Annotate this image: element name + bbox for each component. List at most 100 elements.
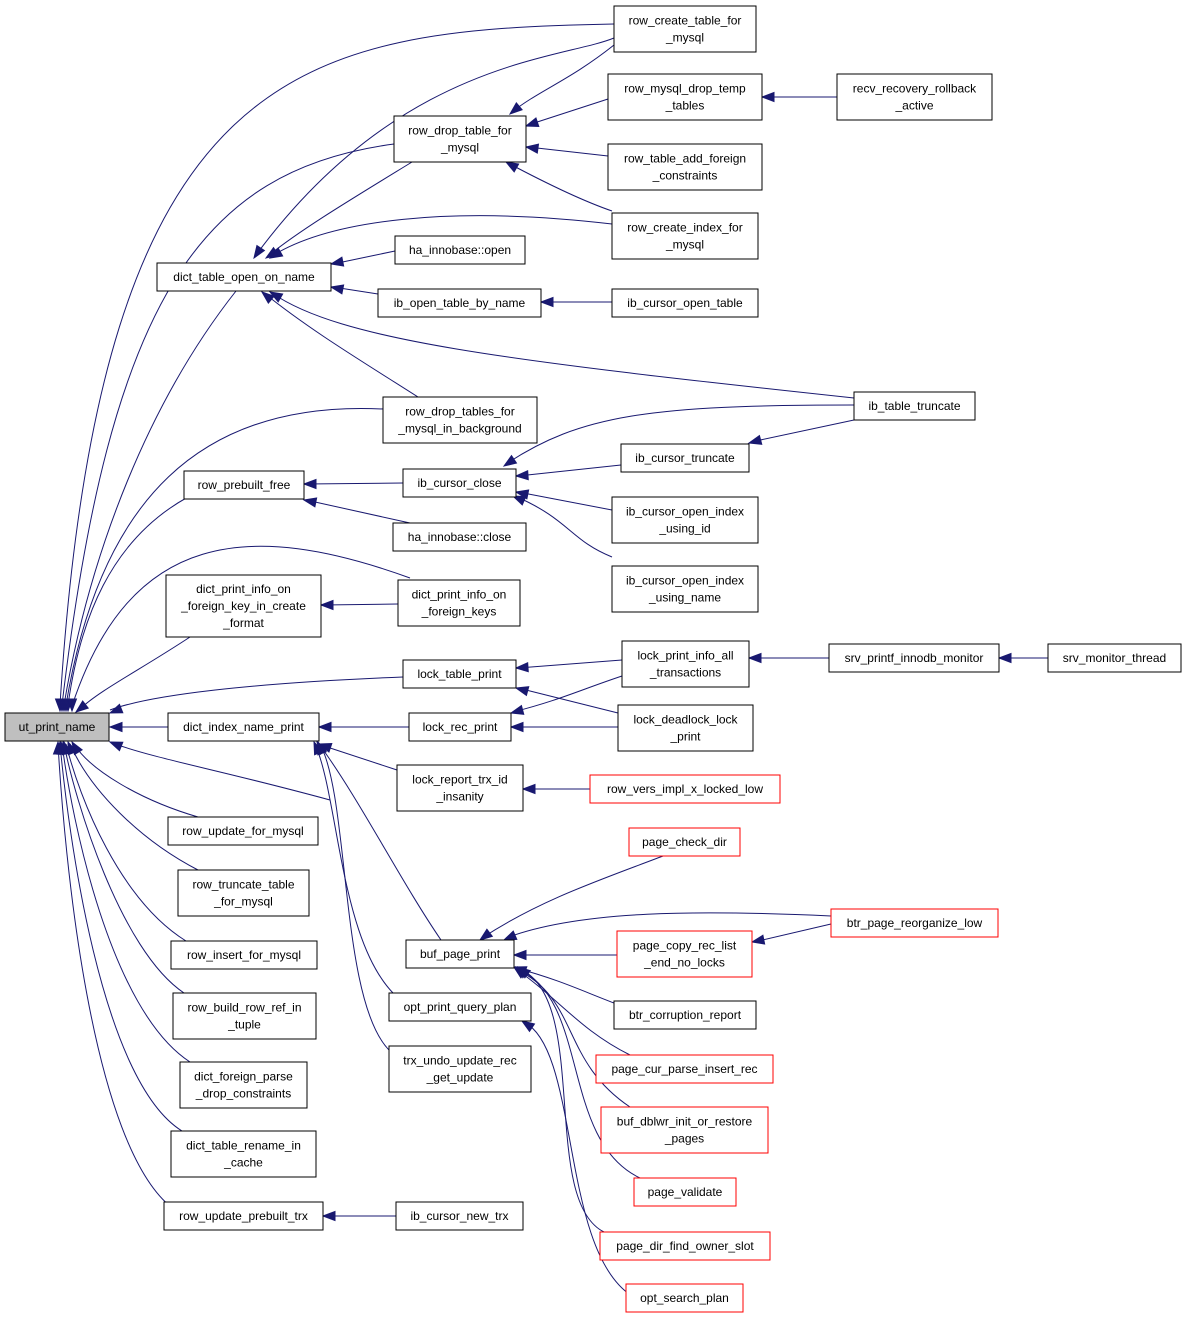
node-box	[589, 774, 781, 804]
node-row-mysql-drop-temp-tables[interactable]: row_mysql_drop_temp_tables	[607, 73, 763, 121]
node-row-prebuilt-free[interactable]: row_prebuilt_free	[183, 470, 305, 500]
node-row-update-prebuilt-trx[interactable]: row_update_prebuilt_trx	[163, 1201, 324, 1231]
node-dict-index-name-print[interactable]: dict_index_name_print	[167, 712, 320, 742]
node-page-cur-parse-insert-rec[interactable]: page_cur_parse_insert_rec	[595, 1054, 774, 1084]
node-dict-print-info-on-foreign-keys[interactable]: dict_print_info_on_foreign_keys	[397, 579, 521, 627]
node-row-truncate-table-for-mysql[interactable]: row_truncate_table _for_mysql	[177, 869, 310, 917]
node-label: row_truncate_table	[192, 878, 294, 892]
arrowhead	[750, 934, 766, 945]
node-ib-cursor-open-index-using-name[interactable]: ib_cursor_open_index_using_name	[611, 565, 759, 613]
node-box	[405, 939, 515, 969]
arrowhead	[747, 434, 763, 445]
arrowhead	[520, 1020, 536, 1033]
arrowhead	[52, 740, 64, 755]
call-edge	[527, 146, 609, 157]
node-ib-open-table-by-name[interactable]: ib_open_table_by_name	[377, 288, 542, 318]
node-box	[402, 659, 517, 689]
node-lock-table-print[interactable]: lock_table_print	[402, 659, 517, 689]
arrowhead	[508, 101, 523, 115]
node-box	[382, 396, 538, 444]
node-label: ib_table_truncate	[868, 399, 960, 413]
arrowhead	[502, 454, 518, 467]
node-opt-search-plan[interactable]: opt_search_plan	[625, 1283, 744, 1313]
node-recv-recovery-rollback-active[interactable]: recv_recovery_rollback_active	[836, 73, 993, 121]
node-label: page_dir_find_owner_slot	[616, 1239, 754, 1253]
node-row-drop-tables-for-mysql-in-background[interactable]: row_drop_tables_for_mysql_in_background	[382, 396, 538, 444]
arrowhead	[504, 161, 520, 173]
node-label: lock_print_info_all	[637, 649, 733, 663]
node-row-drop-table-for-mysql[interactable]: row_drop_table_for_mysql	[393, 115, 527, 163]
node-ib-cursor-new-trx[interactable]: ib_cursor_new_trx	[395, 1201, 524, 1231]
node-page-check-dir[interactable]: page_check_dir	[628, 827, 741, 857]
call-edge	[517, 687, 619, 714]
node-box	[607, 73, 763, 121]
node-btr-page-reorganize-low[interactable]: btr_page_reorganize_low	[830, 908, 999, 938]
node-label: ut_print_name	[19, 720, 96, 734]
node-ib-cursor-open-index-using-id[interactable]: ib_cursor_open_index_using_id	[611, 496, 759, 544]
node-page-validate[interactable]: page_validate	[633, 1177, 737, 1207]
node-ha-innobase-open[interactable]: ha_innobase::open	[394, 235, 526, 265]
node-trx-undo-update-rec-get-update[interactable]: trx_undo_update_rec_get_update	[388, 1045, 532, 1093]
node-label: dict_foreign_parse	[194, 1070, 293, 1084]
call-edge	[65, 407, 384, 706]
node-ib-cursor-close[interactable]: ib_cursor_close	[402, 468, 517, 498]
node-row-insert-for-mysql[interactable]: row_insert_for_mysql	[170, 940, 318, 970]
node-label: ib_cursor_truncate	[635, 451, 735, 465]
node-page-dir-find-owner-slot[interactable]: page_dir_find_owner_slot	[599, 1231, 771, 1261]
node-ib-cursor-open-table[interactable]: ib_cursor_open_table	[611, 288, 759, 318]
node-box	[830, 908, 999, 938]
node-label: ib_open_table_by_name	[394, 296, 526, 310]
call-edge	[517, 659, 623, 669]
node-buf-dblwr-init-or-restore-pages[interactable]: buf_dblwr_init_or_restore_pages	[600, 1106, 769, 1154]
arrowhead	[747, 652, 762, 664]
call-edge	[63, 290, 237, 706]
node-srv-monitor-thread[interactable]: srv_monitor_thread	[1047, 643, 1182, 673]
node-dict-foreign-parse-drop-constraints[interactable]: dict_foreign_parse_drop_constraints	[179, 1061, 308, 1109]
arrowhead	[317, 721, 332, 733]
node-box	[394, 235, 526, 265]
node-srv-printf-innodb-monitor[interactable]: srv_printf_innodb_monitor	[828, 643, 1000, 673]
arrowhead	[302, 497, 318, 508]
node-label: row_create_table_for	[629, 14, 742, 28]
node-dict-table-open-on-name[interactable]: dict_table_open_on_name	[156, 262, 332, 292]
node-box	[616, 930, 753, 978]
node-dict-table-rename-in-cache[interactable]: dict_table_rename_in_cache	[170, 1130, 317, 1178]
node-row-build-row-ref-in-tuple[interactable]: row_build_row_ref_in_tuple	[172, 992, 317, 1040]
arrowhead	[524, 117, 540, 128]
node-box	[611, 565, 759, 613]
node-ha-innobase-close[interactable]: ha_innobase::close	[392, 522, 527, 552]
node-label: _get_update	[426, 1071, 494, 1085]
node-label: _for_mysql	[213, 895, 273, 909]
arrowhead	[509, 721, 524, 733]
node-row-create-table-for-mysql[interactable]: row_create_table_for_mysql	[613, 5, 757, 53]
node-page-copy-rec-list-end-no-locks[interactable]: page_copy_rec_list_end_no_locks	[616, 930, 753, 978]
node-dict-print-info-on-foreign-key-in-create-format[interactable]: dict_print_info_on_foreign_key_in_create…	[165, 574, 322, 638]
node-label: _format	[222, 616, 264, 630]
node-row-create-index-for-mysql[interactable]: row_create_index_for_mysql	[611, 212, 759, 260]
node-buf-page-print[interactable]: buf_page_print	[405, 939, 515, 969]
node-box	[167, 712, 320, 742]
node-lock-rec-print[interactable]: lock_rec_print	[408, 712, 512, 742]
call-edge	[305, 482, 404, 485]
node-box	[393, 115, 527, 163]
node-ut-print-name[interactable]: ut_print_name	[4, 712, 110, 742]
call-edge	[512, 675, 623, 713]
node-ib-table-truncate[interactable]: ib_table_truncate	[853, 391, 976, 421]
node-label: row_update_for_mysql	[182, 824, 303, 838]
node-row-vers-impl-x-locked-low[interactable]: row_vers_impl_x_locked_low	[589, 774, 781, 804]
node-label: page_cur_parse_insert_rec	[611, 1062, 757, 1076]
arrowhead	[512, 949, 527, 961]
node-label: _tables	[665, 99, 705, 113]
node-btr-corruption-report[interactable]: btr_corruption_report	[613, 1000, 757, 1030]
node-lock-deadlock-lock-print[interactable]: lock_deadlock_lock_print	[617, 704, 754, 752]
node-row-table-add-foreign-constraints[interactable]: row_table_add_foreign_constraints	[607, 143, 763, 191]
call-edge	[527, 98, 609, 126]
node-row-update-for-mysql[interactable]: row_update_for_mysql	[167, 816, 319, 846]
node-ib-cursor-truncate[interactable]: ib_cursor_truncate	[620, 443, 750, 473]
node-lock-print-info-all-transactions[interactable]: lock_print_info_all_transactions	[621, 640, 750, 688]
node-opt-print-query-plan[interactable]: opt_print_query_plan	[388, 992, 532, 1022]
node-box	[600, 1106, 769, 1154]
node-lock-report-trx-id-insanity[interactable]: lock_report_trx_id_insanity	[396, 764, 524, 812]
arrowhead	[302, 478, 317, 490]
node-label: btr_page_reorganize_low	[847, 916, 983, 930]
